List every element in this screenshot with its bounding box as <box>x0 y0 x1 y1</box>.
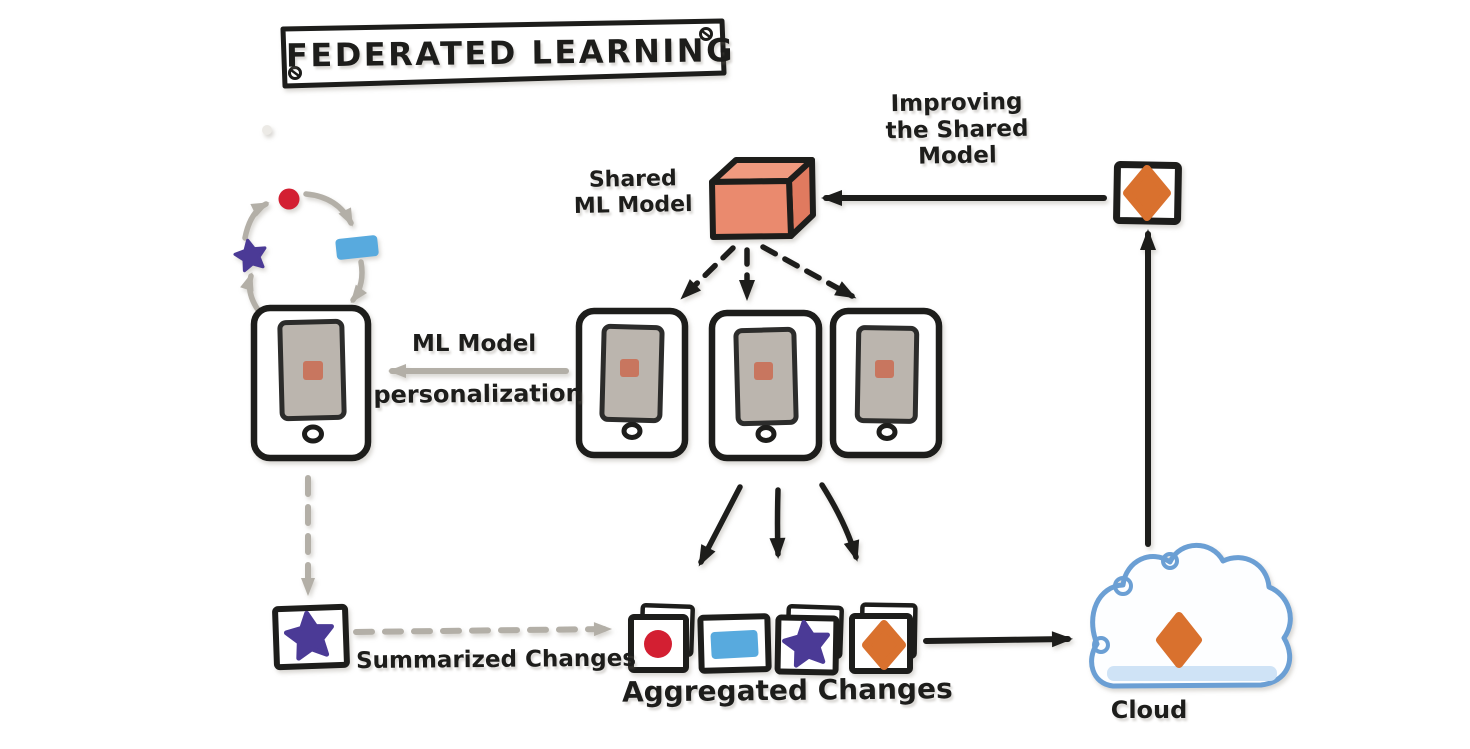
home-button-icon <box>302 424 324 444</box>
aggregated-changes-group <box>628 602 918 674</box>
aggregated-changes-label: Aggregated Changes <box>621 672 953 709</box>
aggregated-box-orange-diamond <box>849 602 918 674</box>
aggregated-box-red-circle <box>628 602 695 673</box>
shared-model-label-line1: Shared <box>588 166 677 193</box>
ml-model-label: ML Model <box>412 331 537 357</box>
summarized-change-box <box>275 607 350 667</box>
title-banner <box>280 18 727 89</box>
device-phone-2 <box>708 309 823 462</box>
model-distribution-arrows <box>680 244 857 301</box>
shared-model-label: Shared ML Model <box>572 166 695 219</box>
red-circle-icon <box>644 630 672 658</box>
blue-rectangle-icon <box>710 629 759 659</box>
summarized-changes-label: Summarized Changes <box>355 645 637 675</box>
model-app-icon <box>875 360 894 378</box>
improving-model-label: Improving the Shared Model <box>865 88 1048 171</box>
device-phone-1 <box>575 307 689 459</box>
home-button-icon <box>876 423 898 441</box>
purple-star-icon <box>233 237 269 272</box>
model-app-icon <box>303 361 323 380</box>
cloud-label: Cloud <box>1110 696 1188 724</box>
model-app-icon <box>620 359 639 377</box>
device-phone-personalized <box>250 304 372 462</box>
improving-label-line2: the Shared <box>885 115 1029 144</box>
orange-diamond-icon <box>1123 165 1171 221</box>
model-app-icon <box>754 362 773 380</box>
orange-diamond-icon <box>1156 612 1202 668</box>
orange-diamond-icon <box>862 620 906 670</box>
red-circle-icon <box>278 188 300 210</box>
stray-mark <box>262 125 272 135</box>
cloud-node <box>1089 543 1293 689</box>
shared-ml-model-cube <box>709 157 816 240</box>
blue-rectangle-icon <box>335 235 379 260</box>
diagram-title: FEDERATED LEARNING <box>285 31 736 75</box>
shared-model-label-line2: ML Model <box>573 191 693 219</box>
model-update-box <box>1113 161 1182 225</box>
home-button-icon <box>755 425 777 443</box>
improving-label-line3: Model <box>917 142 997 171</box>
aggregated-box-blue-rectangle <box>697 613 772 674</box>
device-phone-3 <box>829 307 943 459</box>
on-device-training-cycle <box>233 188 379 313</box>
improving-label-line1: Improving <box>890 88 1023 118</box>
aggregated-box-purple-star <box>778 603 844 672</box>
aggregated-to-cloud-arrow <box>923 631 1073 648</box>
home-button-icon <box>621 422 643 440</box>
summarized-changes-arrow-right <box>353 622 612 637</box>
personalization-label: personalization <box>373 379 583 409</box>
device-update-arrows <box>698 482 860 567</box>
